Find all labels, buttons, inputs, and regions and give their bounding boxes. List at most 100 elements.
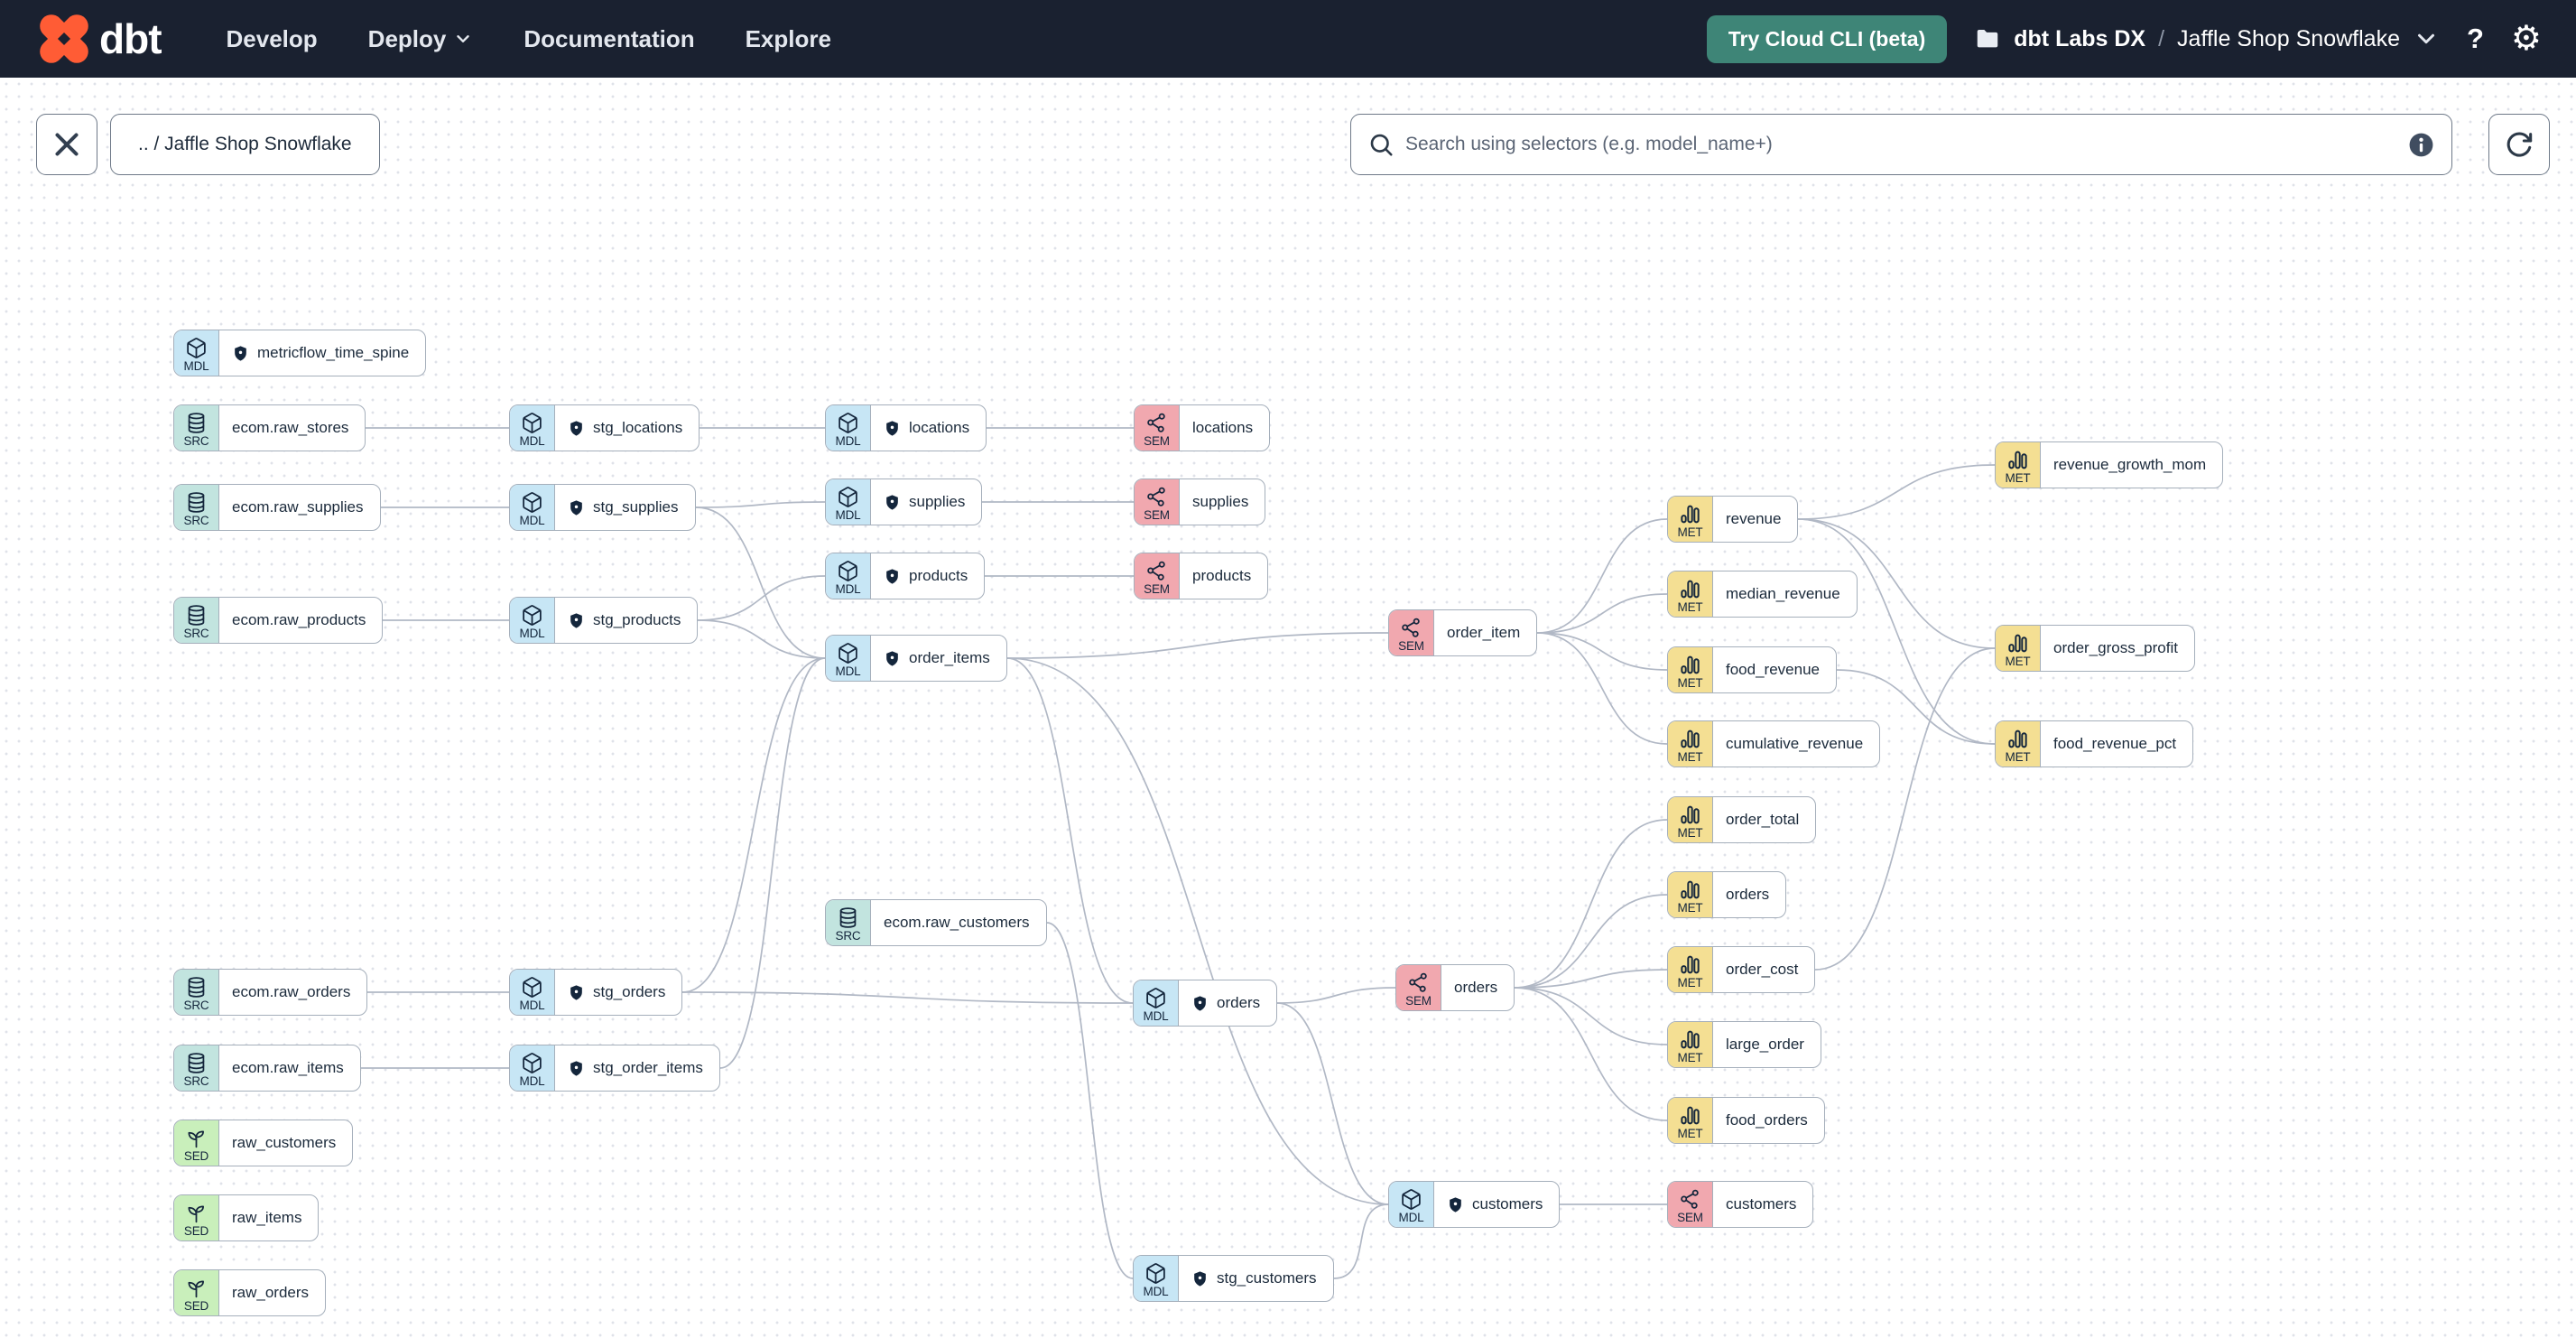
edge-met_revenue-to-met_order_gross_profit (1797, 518, 1996, 649)
node-type-badge: MDL (826, 405, 871, 451)
node-label-area: supplies (871, 479, 981, 525)
node-label: median_revenue (1726, 585, 1840, 602)
node-label-area: ecom.raw_stores (219, 405, 365, 451)
node-type-label: MDL (183, 358, 209, 373)
help-button[interactable]: ? (2467, 23, 2484, 55)
metric-icon (1681, 655, 1700, 674)
node-type-badge: MET (1996, 442, 2041, 488)
node-median_revenue[interactable]: MET median_revenue (1667, 571, 1858, 618)
node-type-badge: MET (1668, 571, 1713, 617)
node-label: products (909, 567, 968, 584)
node-label: raw_orders (232, 1284, 310, 1301)
edge-sem_order_item-to-met_food_revenue (1536, 632, 1668, 671)
try-cloud-cli-button[interactable]: Try Cloud CLI (beta) (1706, 14, 1948, 63)
node-label-area: cumulative_revenue (1713, 721, 1879, 767)
shield-icon (568, 984, 585, 1001)
cube-icon (839, 642, 857, 664)
metric-icon (2008, 729, 2027, 748)
project-name[interactable]: Jaffle Shop Snowflake (2177, 25, 2400, 51)
shield-icon (568, 612, 585, 629)
node-type-badge: MDL (510, 485, 555, 530)
node-type-badge: MET (1668, 721, 1713, 767)
primary-nav: Develop Deploy Documentation Explore (227, 25, 831, 53)
cube-icon (523, 1052, 542, 1073)
search-input[interactable] (1405, 134, 2407, 155)
node-label: ecom.raw_products (232, 611, 366, 628)
metric-icon (1681, 1106, 1700, 1124)
node-label: locations (909, 419, 970, 436)
nav-item-develop[interactable]: Develop (226, 24, 318, 52)
metric-icon (2008, 634, 2027, 652)
nav-item-deploy[interactable]: Deploy (368, 25, 474, 53)
edge-mdl_stg_customers-to-mdl_customers (1333, 1203, 1389, 1279)
settings-button[interactable]: ⚙ (2511, 22, 2542, 56)
node-locations[interactable]: MDL locations (825, 404, 987, 451)
chevron-down-icon[interactable] (2413, 25, 2440, 52)
node-label: orders (1454, 979, 1498, 996)
dbt-logo[interactable]: dbt (38, 13, 162, 65)
lineage-breadcrumb[interactable]: .. / Jaffle Shop Snowflake (110, 114, 380, 175)
topbar-right-cluster: Try Cloud CLI (beta) dbt Labs DX / Jaffl… (1706, 14, 2542, 63)
close-lineage-button[interactable] (36, 114, 97, 175)
nav-item-documentation[interactable]: Documentation (524, 24, 695, 52)
refresh-icon (2507, 132, 2533, 157)
shield-icon (232, 345, 249, 362)
nav-item-explore[interactable]: Explore (745, 24, 831, 52)
node-type-label: MDL (835, 581, 861, 596)
edge-sem_order_item-to-met_revenue (1536, 518, 1668, 634)
shield-icon (1447, 1196, 1464, 1213)
refresh-button[interactable] (2488, 114, 2550, 175)
cube-icon (187, 337, 206, 358)
shield-icon (568, 420, 585, 437)
account-name[interactable]: dbt Labs DX (2014, 25, 2146, 51)
cube-icon (839, 486, 857, 507)
node-type-label: SED (183, 1148, 209, 1163)
node-products[interactable]: MDL products (825, 553, 986, 599)
edge-sem_orders-to-met_order_cost (1514, 969, 1668, 989)
node-type-label: MET (2005, 654, 2031, 668)
node-label: revenue (1726, 510, 1782, 527)
metric-icon (1681, 580, 1700, 598)
info-icon[interactable] (2407, 131, 2435, 159)
node-type-label: SEM (1398, 638, 1424, 653)
node-type-badge: MDL (510, 598, 555, 643)
